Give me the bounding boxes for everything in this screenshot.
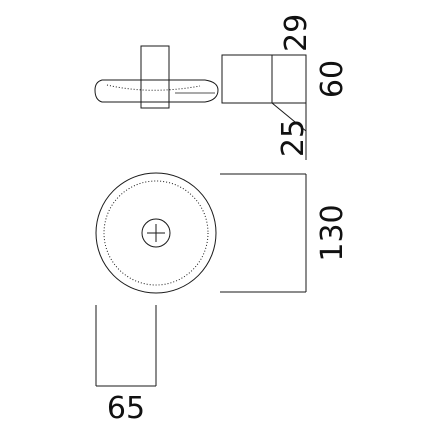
side-view-stem — [140, 45, 170, 109]
dimension-25-label: 25 — [276, 119, 311, 157]
top-view-hidden-circle — [103, 180, 209, 286]
top-view-center-hole — [141, 218, 171, 248]
side-view-disc — [94, 79, 219, 103]
top-view — [95, 172, 217, 294]
side-view-hidden-profile — [106, 84, 201, 91]
dimension-60-label: 60 — [315, 60, 350, 98]
side-view — [94, 45, 219, 109]
dimension-29-label: 29 — [279, 14, 314, 52]
top-view-outer-circle — [95, 172, 217, 294]
diameter-dimension-block — [220, 173, 307, 293]
dimension-130-label: 130 — [315, 204, 350, 261]
dimension-box-total — [221, 54, 307, 104]
dimension-diagonal-line — [271, 102, 307, 132]
depth-dimension-block — [95, 305, 157, 387]
side-dimension-block — [221, 54, 307, 160]
dimension-65-label: 65 — [107, 391, 145, 426]
